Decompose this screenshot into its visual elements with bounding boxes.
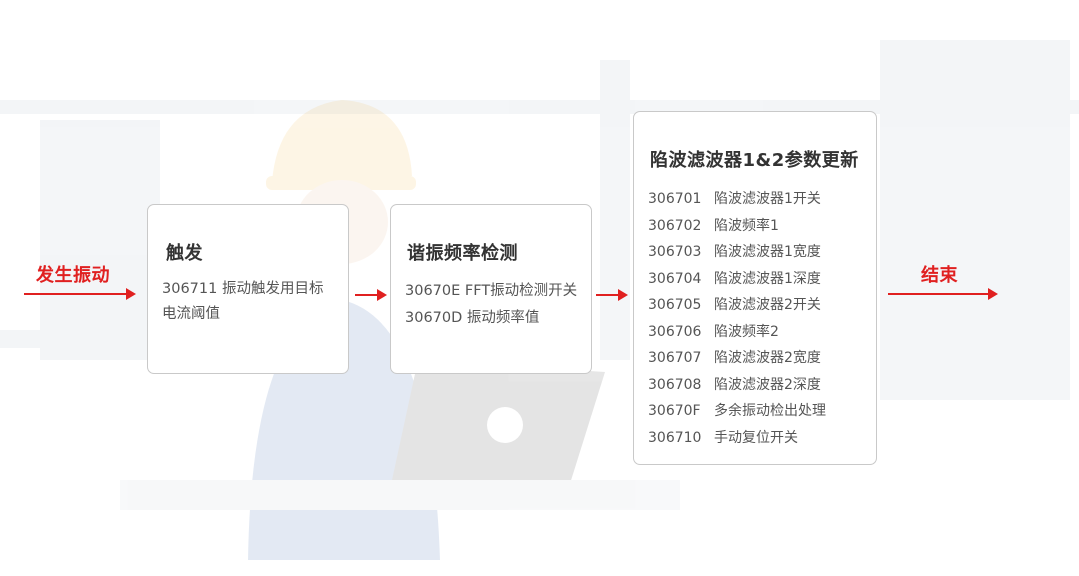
trigger-line-2: 电流阈值: [162, 306, 220, 322]
param-code: 30670F: [648, 403, 701, 419]
param-row: 306703 陷波滤波器1宽度: [648, 241, 821, 261]
flow-arrow-2: [596, 289, 628, 301]
param-text: 陷波滤波器2宽度: [714, 350, 821, 366]
param-code: 306706: [648, 323, 702, 340]
flow-arrow-start: [24, 288, 136, 300]
param-code: 306703: [648, 244, 702, 260]
param-code: 306702: [648, 217, 702, 234]
param-text: 陷波频率2: [714, 323, 779, 340]
end-label: 结束: [921, 265, 958, 286]
param-row: 306704 陷波滤波器1深度: [648, 268, 821, 288]
resonance-line-2: 30670D 振动频率值: [405, 310, 540, 326]
param-code: 306704: [648, 270, 702, 287]
param-text: 陷波滤波器2开关: [714, 297, 821, 313]
resonance-line-1: 30670E FFT振动检测开关: [405, 283, 578, 299]
step-box-resonance-detection: 谐振频率检测 30670E FFT振动检测开关 30670D 振动频率值: [390, 204, 592, 374]
step-title-notch-filter: 陷波滤波器1&2参数更新: [650, 150, 859, 171]
param-text: 陷波滤波器1宽度: [714, 244, 821, 260]
param-row: 306705 陷波滤波器2开关: [648, 294, 821, 314]
param-text: 陷波滤波器1开关: [714, 191, 821, 207]
param-code: 306701: [648, 191, 702, 207]
param-text: 陷波滤波器2深度: [714, 376, 821, 393]
step-box-trigger: 触发 306711 振动触发用目标 电流阈值: [147, 204, 349, 374]
param-code: 306707: [648, 350, 702, 366]
start-label: 发生振动: [36, 265, 110, 286]
step-title-resonance-detection: 谐振频率检测: [407, 243, 518, 264]
param-row: 306706 陷波频率2: [648, 321, 779, 341]
param-row: 30670F 多余振动检出处理: [648, 400, 826, 420]
param-code: 306708: [648, 376, 702, 393]
flow-arrow-end: [888, 288, 998, 300]
param-text: 手动复位开关: [714, 429, 798, 446]
step-title-trigger: 触发: [166, 243, 203, 264]
param-row: 306710 手动复位开关: [648, 427, 798, 447]
param-row: 306702 陷波频率1: [648, 215, 779, 235]
param-row: 306707 陷波滤波器2宽度: [648, 347, 821, 367]
param-code: 306705: [648, 297, 702, 313]
param-text: 陷波滤波器1深度: [714, 270, 821, 287]
param-row: 306701 陷波滤波器1开关: [648, 188, 821, 208]
param-row: 306708 陷波滤波器2深度: [648, 374, 821, 394]
trigger-line-1: 306711 振动触发用目标: [162, 281, 324, 297]
flow-arrow-1: [355, 289, 387, 301]
param-text: 多余振动检出处理: [714, 403, 826, 419]
param-text: 陷波频率1: [714, 217, 779, 234]
param-code: 306710: [648, 429, 702, 446]
